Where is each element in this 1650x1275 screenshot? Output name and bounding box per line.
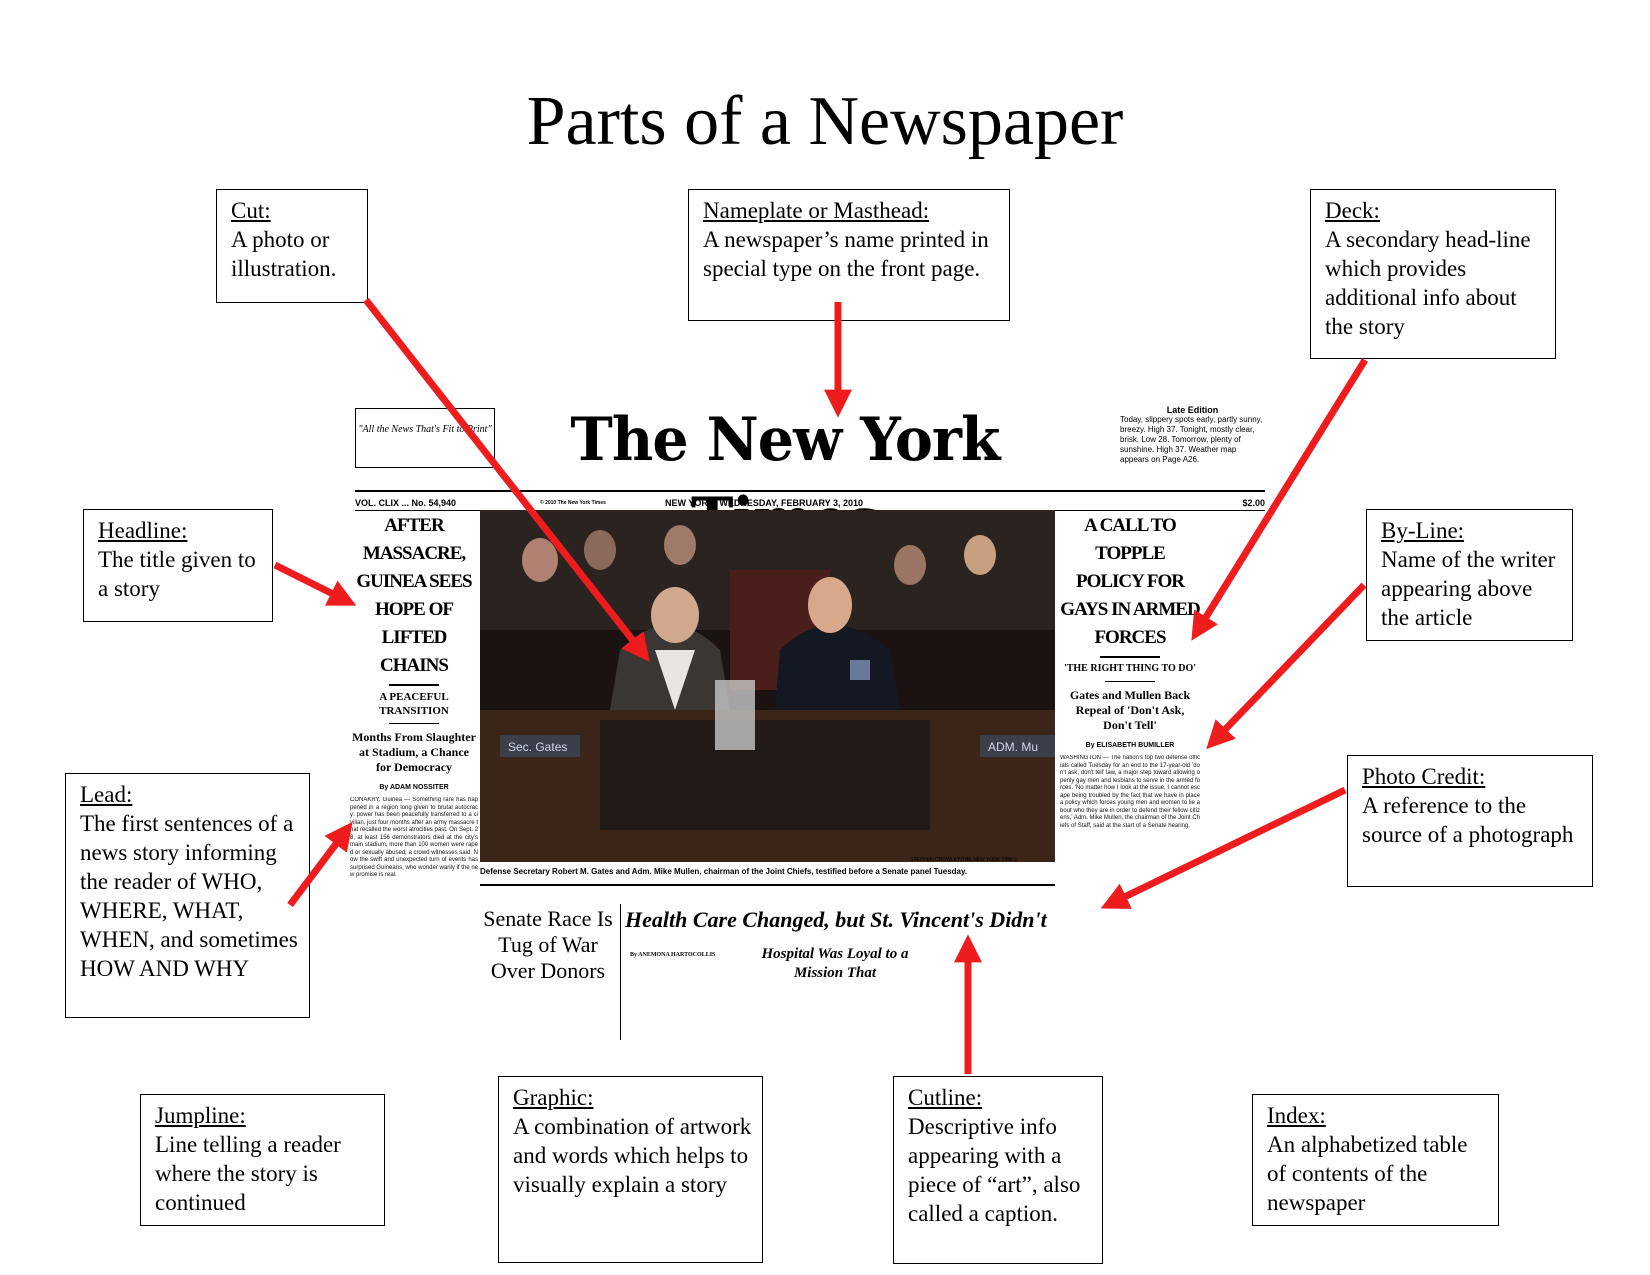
desc-byline: Name of the writer appearing above the a… (1381, 547, 1556, 630)
label-cutline: Cutline: Descriptive info appearing with… (893, 1076, 1103, 1264)
weather-text: Today, slippery spots early, partly sunn… (1120, 415, 1263, 464)
term-cutline: Cutline: (908, 1085, 983, 1110)
right-byline: By ELISABETH BUMILLER (1085, 742, 1175, 749)
weather-box: Late Edition Today, slippery spots early… (1120, 405, 1265, 465)
photo-credit: STEPHEN CROWLEY/THE NEW YORK TIMES (910, 857, 1017, 863)
label-jumpline: Jumpline: Line telling a reader where th… (140, 1094, 385, 1226)
desc-headline: The title given to a story (98, 547, 256, 601)
term-index: Index: (1267, 1103, 1326, 1128)
nameplate-sec-gates: Sec. Gates (508, 740, 567, 754)
term-deck: Deck: (1325, 198, 1380, 223)
folio-rule-top (355, 490, 1265, 492)
subhead-rule (1105, 681, 1155, 682)
health-care-byline: By ANEMONA HARTOCOLLIS (630, 952, 716, 958)
copyright-notice: © 2010 The New York Times (540, 500, 606, 506)
photo-illustration: Sec. Gates ADM. Mu (480, 510, 1055, 862)
health-care-headline: Health Care Changed, but St. Vincent's D… (625, 907, 1047, 932)
price: $2.00 (1242, 498, 1265, 508)
hospital-subheadline: Hospital Was Loyal to a Mission That (761, 946, 909, 981)
term-headline: Headline: (98, 518, 188, 543)
volume-number: VOL. CLIX ... No. 54,940 (355, 498, 457, 508)
term-graphic: Graphic: (513, 1085, 594, 1110)
term-nameplate: Nameplate or Masthead: (703, 198, 930, 223)
left-column: AFTER MASSACRE, GUINEA SEES HOPE OF LIFT… (350, 512, 478, 1040)
label-nameplate: Nameplate or Masthead: A newspaper’s nam… (688, 189, 1010, 321)
cutline-rule (480, 884, 1055, 886)
nameplate-adm-mullen: ADM. Mu (988, 740, 1038, 754)
page-title: Parts of a Newspaper (526, 83, 1124, 160)
folio-line: VOL. CLIX ... No. 54,940 © 2010 The New … (355, 496, 1265, 510)
term-lead: Lead: (80, 782, 133, 807)
desc-deck: A secondary head-line which provides add… (1325, 227, 1531, 339)
label-byline: By-Line: Name of the writer appearing ab… (1366, 509, 1573, 641)
desc-cutline: Descriptive info appearing with a piece … (908, 1114, 1081, 1226)
desc-photo-credit: A reference to the source of a photograp… (1362, 793, 1574, 847)
headline-rule (1100, 656, 1160, 658)
newspaper-ear: "All the News That's Fit to Print" (355, 408, 495, 468)
label-index: Index: An alphabetized table of contents… (1252, 1094, 1499, 1226)
term-cut: Cut: (231, 198, 271, 223)
subhead-rule (389, 723, 439, 724)
label-cut: Cut: A photo or illustration. (216, 189, 368, 303)
column-divider (620, 904, 621, 1040)
left-byline: By ADAM NOSSITER (379, 784, 449, 791)
newspaper-front-page: "All the News That's Fit to Print" The N… (350, 400, 1265, 1040)
arrow-headline (273, 561, 357, 606)
term-byline: By-Line: (1381, 518, 1465, 543)
desc-lead: The first sentences of a news story info… (80, 811, 298, 981)
desc-jumpline: Line telling a reader where the story is… (155, 1132, 341, 1215)
dateline: NEW YORK, WEDNESDAY, FEBRUARY 3, 2010 (665, 498, 864, 508)
right-deck: Gates and Mullen Back Repeal of 'Don't A… (1069, 688, 1191, 732)
right-headline: A CALL TO TOPPLE POLICY FOR GAYS IN ARME… (1060, 515, 1200, 648)
label-headline: Headline: The title given to a story (83, 509, 273, 622)
desc-cut: A photo or illustration. (231, 227, 337, 281)
desc-nameplate: A newspaper’s name printed in special ty… (703, 227, 989, 281)
label-deck: Deck: A secondary head-line which provid… (1310, 189, 1556, 359)
desc-index: An alphabetized table of contents of the… (1267, 1132, 1468, 1215)
desc-graphic: A combination of artwork and words which… (513, 1114, 752, 1197)
term-photo-credit: Photo Credit: (1362, 764, 1486, 789)
left-subhead: A PEACEFUL TRANSITION (379, 691, 449, 717)
left-lead-text: CONAKRY, Guinea — Something rare has hap… (350, 797, 478, 878)
weather-title: Late Edition (1166, 405, 1219, 415)
left-deck: Months From Slaughter at Stadium, a Chan… (352, 730, 476, 774)
headline-rule (389, 684, 439, 686)
label-lead: Lead: The first sentences of a news stor… (65, 773, 310, 1018)
cut-photo: Sec. Gates ADM. Mu (480, 510, 1055, 862)
right-column: A CALL TO TOPPLE POLICY FOR GAYS IN ARME… (1060, 512, 1201, 1015)
right-subhead: 'THE RIGHT THING TO DO' (1063, 663, 1197, 674)
term-jumpline: Jumpline: (155, 1103, 246, 1128)
senate-race-headline: Senate Race Is Tug of War Over Donors (483, 906, 613, 983)
left-headline: AFTER MASSACRE, GUINEA SEES HOPE OF LIFT… (356, 515, 472, 676)
label-photo-credit: Photo Credit: A reference to the source … (1347, 755, 1593, 887)
right-lead-text: WASHINGTON — The nation's top two defens… (1060, 755, 1200, 829)
photo-cutline: Defense Secretary Robert M. Gates and Ad… (480, 867, 968, 876)
label-graphic: Graphic: A combination of artwork and wo… (498, 1076, 763, 1263)
